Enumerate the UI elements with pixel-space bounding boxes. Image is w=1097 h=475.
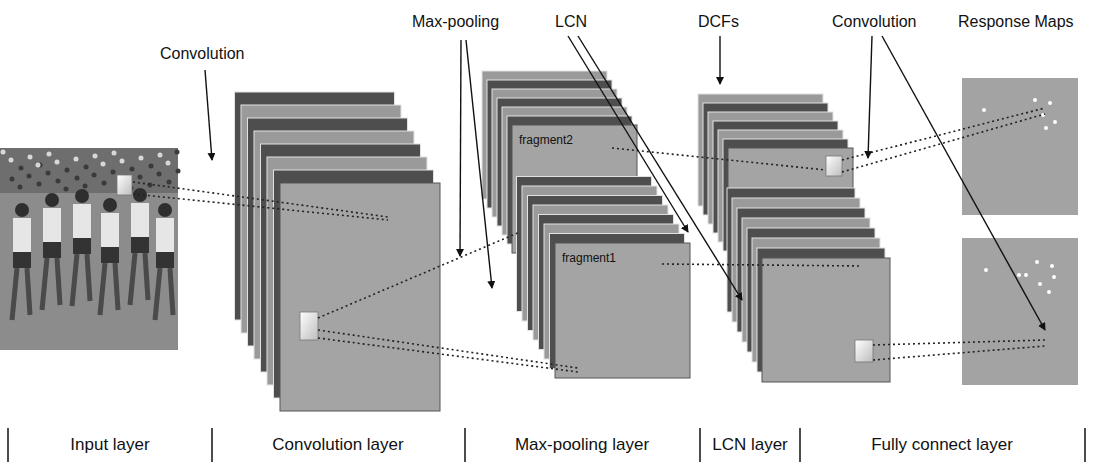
crowd-dot xyxy=(10,177,15,182)
crowd-dot xyxy=(56,179,61,184)
crowd-dot xyxy=(102,181,107,186)
crowd-dot xyxy=(27,174,32,179)
runner-leg xyxy=(42,258,47,310)
runner-leg xyxy=(72,254,77,306)
runner-leg xyxy=(27,268,30,315)
dotted-leaders xyxy=(133,108,1045,372)
runner-head xyxy=(15,203,29,217)
runner-shirt xyxy=(13,218,31,252)
operation-label: Convolution xyxy=(160,44,245,64)
crowd-dot xyxy=(120,159,125,164)
operation-label: LCN xyxy=(555,12,587,32)
runner-shorts xyxy=(13,252,31,268)
crowd-dot xyxy=(167,180,172,185)
crowd-dot xyxy=(18,185,23,190)
highlight-squares xyxy=(117,156,873,362)
runner-shorts xyxy=(131,237,149,253)
crowd-dot xyxy=(1,150,6,155)
crowd-dot xyxy=(166,161,171,166)
crowd-dot xyxy=(93,154,98,159)
feature-map xyxy=(762,258,890,382)
crowd-dot xyxy=(175,150,180,155)
crowd-dot xyxy=(74,157,79,162)
crowd-dot xyxy=(138,175,143,180)
crowd-dot xyxy=(28,155,33,160)
runner-leg xyxy=(170,268,173,315)
runner-leg xyxy=(145,253,148,300)
runner-shirt xyxy=(73,204,91,238)
runner-shirt xyxy=(156,218,174,252)
crowd-dot xyxy=(46,171,51,176)
input-photo xyxy=(0,148,181,350)
photo-ground xyxy=(0,148,178,350)
feature-map xyxy=(555,243,690,378)
runner-head xyxy=(45,193,59,207)
layer-name: Fully connect layer xyxy=(871,435,1013,455)
runner-shorts xyxy=(73,238,91,254)
crowd-dot xyxy=(101,162,106,167)
operation-label: Convolution xyxy=(832,12,917,32)
crowd-dot xyxy=(37,182,42,187)
feature-map-stacks xyxy=(235,71,891,411)
crowd-dot xyxy=(65,168,70,173)
runner-leg xyxy=(155,268,160,320)
runner-shorts xyxy=(101,247,119,263)
crowd-dot xyxy=(47,152,52,157)
crowd-dot xyxy=(55,160,60,165)
runner-shirt xyxy=(43,208,61,242)
fragment-name: fragment2 xyxy=(517,132,575,148)
operation-label: DCFs xyxy=(698,12,739,32)
feature-map-fragment: fragment2 xyxy=(512,125,637,253)
fragment-name: fragment1 xyxy=(560,250,618,266)
crowd-dot xyxy=(83,184,88,189)
layer-dividers xyxy=(8,428,1085,462)
layer-name: Convolution layer xyxy=(272,435,403,455)
crowd-dot xyxy=(75,176,80,181)
layer-name: LCN layer xyxy=(712,435,788,455)
runner-leg xyxy=(57,258,60,305)
runner-head xyxy=(75,189,89,203)
crowd-dot xyxy=(64,187,69,192)
runner-leg xyxy=(115,263,118,310)
crowd-dot xyxy=(157,172,162,177)
runner-leg xyxy=(130,253,135,305)
crowd-dot xyxy=(130,167,135,172)
crowd-dot xyxy=(19,166,24,171)
runner-leg xyxy=(100,263,105,315)
crowd-dot xyxy=(139,156,144,161)
runner-leg xyxy=(12,268,17,320)
runner-shirt xyxy=(101,213,119,247)
pointer-arrows xyxy=(205,36,1045,330)
operation-label: Response Maps xyxy=(958,12,1074,32)
photo-crowd xyxy=(0,148,178,193)
crowd-dot xyxy=(111,170,116,175)
crowd-dot xyxy=(148,183,153,188)
layer-name: Max-pooling layer xyxy=(515,435,649,455)
crowd-dot xyxy=(84,165,89,170)
crowd-dot xyxy=(149,164,154,169)
crowd-dot xyxy=(112,151,117,156)
runner-head xyxy=(103,198,117,212)
runner-leg xyxy=(87,254,90,301)
crowd-dot xyxy=(158,153,163,158)
crowd-dot xyxy=(176,169,181,174)
feature-map xyxy=(280,183,440,411)
runner-shorts xyxy=(156,252,174,268)
runner-head xyxy=(158,203,172,217)
response-maps xyxy=(962,78,1078,385)
crowd-dot xyxy=(9,158,14,163)
operation-label: Max-pooling xyxy=(412,12,499,32)
layer-name: Input layer xyxy=(70,435,149,455)
crowd-dot xyxy=(92,173,97,178)
feature-map-fragment: fragment1 xyxy=(555,243,690,378)
crowd-dot xyxy=(36,163,41,168)
runner-shirt xyxy=(131,203,149,237)
runner-shorts xyxy=(43,242,61,258)
